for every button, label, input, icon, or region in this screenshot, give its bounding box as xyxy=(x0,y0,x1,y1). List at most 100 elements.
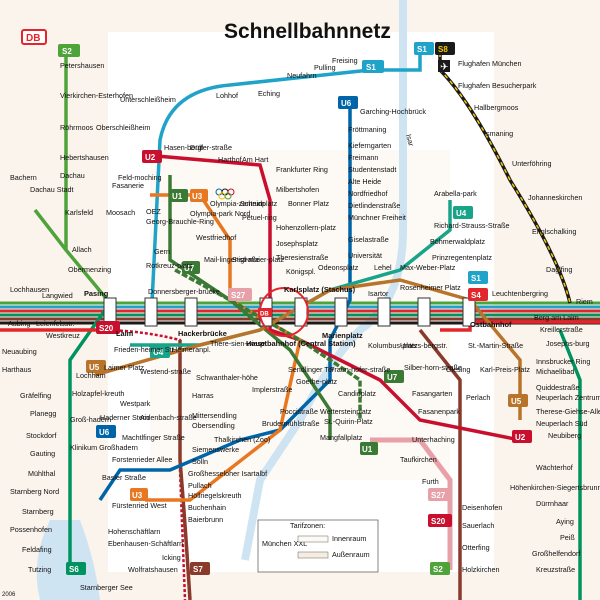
station-bachern[interactable]: Bachern xyxy=(10,173,37,182)
badge-u2[interactable]: U2 xyxy=(142,150,162,163)
station-neuperlach-zentrum[interactable]: Neuperlach Zentrum xyxy=(536,393,600,402)
station-karlsfeld[interactable]: Karlsfeld xyxy=(65,208,93,217)
station-marienplatz[interactable]: Marienplatz xyxy=(322,331,363,340)
station-dietlindenstr[interactable]: Dietlindenstraße xyxy=(348,201,400,210)
station-westkreuz[interactable]: Westkreuz xyxy=(46,331,80,340)
station-starnberg-nord[interactable]: Starnberg Nord xyxy=(10,487,59,496)
station-starnberg[interactable]: Starnberg xyxy=(22,507,54,516)
station-marker-rosenheimer-platz[interactable] xyxy=(417,297,431,327)
station-oez[interactable]: OEZ xyxy=(146,207,161,216)
station-unterhaching[interactable]: Unterhaching xyxy=(412,435,455,444)
station-studentenstadt[interactable]: Studentenstadt xyxy=(348,165,396,174)
station-karl-preis-platz[interactable]: Karl-Preis-Platz xyxy=(480,365,530,374)
station-grosshadern[interactable]: Groß-hadern xyxy=(70,415,111,424)
station-westfriedhof[interactable]: Westfriedhof xyxy=(196,233,236,242)
badge-s1-airport[interactable]: S1 xyxy=(414,42,434,55)
station-gern[interactable]: Gern xyxy=(154,247,170,256)
station-arabellapark[interactable]: Arabella-park xyxy=(434,189,477,198)
station-scheidplatz[interactable]: Scheidplatz xyxy=(240,199,278,208)
station-pulling[interactable]: Pulling xyxy=(314,63,336,72)
station-lochham[interactable]: Lochham xyxy=(76,371,106,380)
station-implerstr[interactable]: Implerstraße xyxy=(252,385,292,394)
badge-s20-south[interactable]: S20 xyxy=(428,514,452,527)
station-duelferstr[interactable]: Dülfer-straße xyxy=(190,143,232,152)
station-leuchtenbergring[interactable]: Leuchtenbergring xyxy=(492,289,548,298)
station-theresienwiese[interactable]: There-sien-wiese xyxy=(210,339,265,348)
station-rosenheimer-platz[interactable]: Rosenheimer Platz xyxy=(400,283,461,292)
station-deisenhofen[interactable]: Deisenhofen xyxy=(462,503,502,512)
station-hoellriegelskreuth[interactable]: Höllriegelskreuth xyxy=(188,491,242,500)
badge-u5-west[interactable]: U5 xyxy=(86,360,106,373)
station-st-quirin-platz[interactable]: St.-Quirin-Platz xyxy=(324,417,373,426)
station-obermenzing[interactable]: Obermenzing xyxy=(68,265,111,274)
station-aidenbachstr[interactable]: Aidenbach-straße xyxy=(140,413,197,422)
station-fasangarten[interactable]: Fasangarten xyxy=(412,389,452,398)
station-prinzregentenplatz[interactable]: Prinzregentenplatz xyxy=(432,253,492,262)
station-josephsplatz[interactable]: Josephsplatz xyxy=(276,239,318,248)
station-universitaet[interactable]: Universität xyxy=(348,251,382,260)
station-mittersendling[interactable]: Mittersendling xyxy=(192,411,237,420)
station-karlsplatz[interactable]: Karlsplatz (Stachus) xyxy=(284,285,356,294)
station-berg-am-laim[interactable]: Berg am Laim xyxy=(534,313,579,322)
badge-u5-east[interactable]: U5 xyxy=(508,394,528,407)
badge-u2-east[interactable]: U2 xyxy=(512,430,532,443)
station-englschalking[interactable]: Englschalking xyxy=(532,227,576,236)
station-buchenhain[interactable]: Buchenhain xyxy=(188,503,226,512)
station-dachau-stadt[interactable]: Dachau Stadt xyxy=(30,185,74,194)
station-petershausen[interactable]: Petershausen xyxy=(60,61,104,70)
station-hackerbruecke[interactable]: Hackerbrücke xyxy=(178,329,227,338)
station-holzapfelkreuth[interactable]: Holzapfel-kreuth xyxy=(72,389,124,398)
station-taufkirchen[interactable]: Taufkirchen xyxy=(400,455,437,464)
station-friedenheimer-str[interactable]: Frieden-heimer Str. xyxy=(114,345,176,354)
station-pasing[interactable]: Pasing xyxy=(84,289,109,298)
station-freising[interactable]: Freising xyxy=(332,56,358,65)
badge-u1[interactable]: U1 xyxy=(170,189,188,202)
station-flughafen[interactable]: Flughafen München xyxy=(458,59,522,68)
station-riem[interactable]: Riem xyxy=(576,297,593,306)
station-feldafing[interactable]: Feldafing xyxy=(22,545,52,554)
station-feldmoching[interactable]: Feld-moching xyxy=(118,173,162,182)
badge-u6[interactable]: U6 xyxy=(338,96,358,109)
station-schwanthalerhoehe[interactable]: Schwanthaler-höhe xyxy=(196,373,258,382)
station-candidplatz[interactable]: Candidplatz xyxy=(338,389,376,398)
station-tutzing[interactable]: Tutzing xyxy=(28,565,51,574)
station-am-hart[interactable]: Am Hart xyxy=(242,155,268,164)
station-muenchner-freiheit[interactable]: Münchner Freiheit xyxy=(348,213,406,222)
station-olympiapark-nord[interactable]: Olympia-park Nord xyxy=(190,209,250,218)
station-lohhof[interactable]: Lohhof xyxy=(216,91,238,100)
station-hasenbergl[interactable]: Hasen-bergl xyxy=(164,143,204,152)
station-georg-brauchle-ring[interactable]: Georg-Brauchle-Ring xyxy=(146,217,214,226)
station-petuelring[interactable]: Petuel-ring xyxy=(242,213,277,222)
station-wolfratshausen[interactable]: Wolfratshausen xyxy=(128,565,178,574)
station-siemenswerke[interactable]: Siemenswerke xyxy=(192,445,239,454)
station-mangfallplatz[interactable]: Mangfallplatz xyxy=(320,433,363,442)
badge-s1-north[interactable]: S1 xyxy=(362,60,384,73)
station-neubiberg[interactable]: Neubiberg xyxy=(548,431,581,440)
station-peiss[interactable]: Peiß xyxy=(560,533,575,542)
station-waechterhof[interactable]: Wächterhof xyxy=(536,463,573,472)
station-hohenzollernplatz[interactable]: Hohenzollern-platz xyxy=(276,223,336,232)
station-marker-donnersbergerbruecke[interactable] xyxy=(144,297,158,327)
station-hoehenkirchen[interactable]: Höhenkirchen-Siegertsbrunn xyxy=(510,483,600,492)
station-frankfurter-ring[interactable]: Frankfurter Ring xyxy=(276,165,328,174)
station-sauerlach[interactable]: Sauerlach xyxy=(462,521,494,530)
station-isartor[interactable]: Isartor xyxy=(368,289,389,298)
station-alte-heide[interactable]: Alte Heide xyxy=(348,177,381,186)
badge-s27[interactable]: S27 xyxy=(228,288,252,301)
station-nordfriedhof[interactable]: Nordfriedhof xyxy=(348,189,388,198)
station-otterfing[interactable]: Otterfing xyxy=(462,543,490,552)
station-planegg[interactable]: Planegg xyxy=(30,409,56,418)
badge-u4[interactable]: U4 xyxy=(150,345,170,358)
station-aying[interactable]: Aying xyxy=(556,517,574,526)
station-thalkirchen[interactable]: Thalkirchen (Zoo) xyxy=(214,435,270,444)
station-fraunhoferstr[interactable]: Fraun-hofer-straße xyxy=(330,365,390,374)
station-boehmerwaldplatz[interactable]: Böhmerwaldplatz xyxy=(430,237,486,246)
station-langwied[interactable]: Langwied xyxy=(42,291,73,300)
station-eching[interactable]: Eching xyxy=(258,89,280,98)
station-heimeranplatz[interactable]: Heimeranpl. xyxy=(172,345,211,354)
station-hallbergmoos[interactable]: Hallbergmoos xyxy=(474,103,519,112)
station-hohenschaeftlarn[interactable]: Hohenschäftlarn xyxy=(108,527,160,536)
station-bonner-platz[interactable]: Bonner Platz xyxy=(288,199,330,208)
station-oberschleissheim[interactable]: Oberschleißheim xyxy=(96,123,150,132)
station-lochhausen[interactable]: Lochhausen xyxy=(10,285,49,294)
